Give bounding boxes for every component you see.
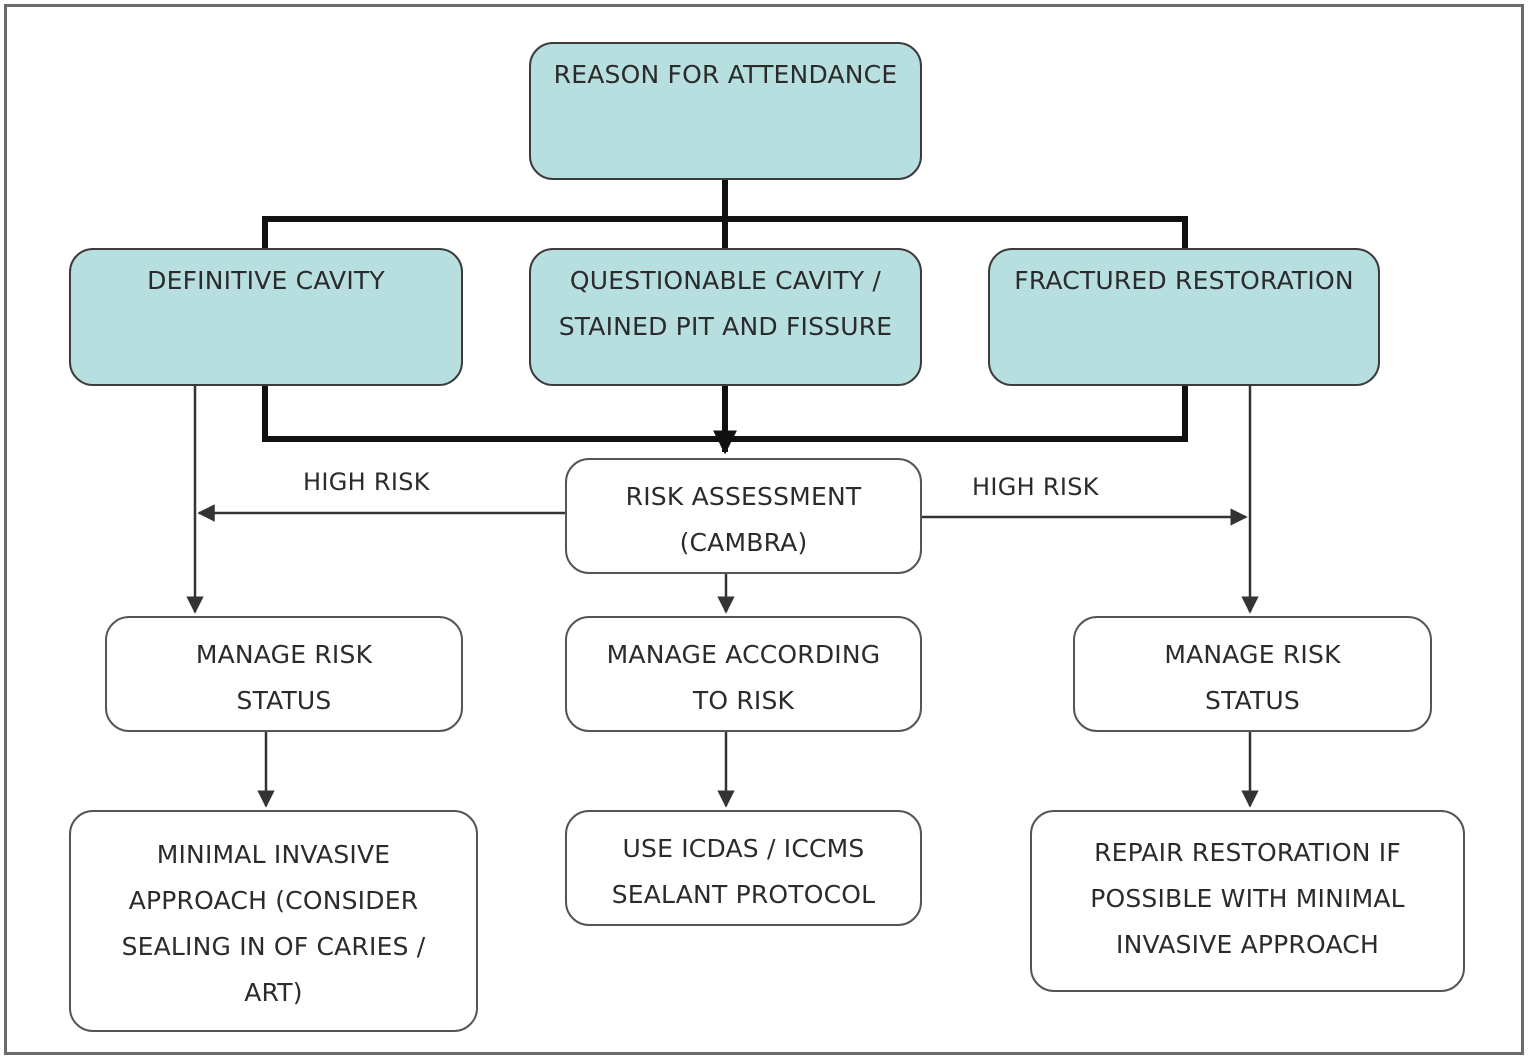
node-manage-risk-status-right: MANAGE RISK STATUS [1073,616,1432,732]
node-icdas-sealant-protocol: USE ICDAS / ICCMS SEALANT PROTOCOL [565,810,922,926]
node-minimal-invasive-approach: MINIMAL INVASIVE APPROACH (CONSIDER SEAL… [69,810,478,1032]
node-manage-according-to-risk: MANAGE ACCORDING TO RISK [565,616,922,732]
node-risk-assessment: RISK ASSESSMENT (CAMBRA) [565,458,922,574]
node-questionable-cavity: QUESTIONABLE CAVITY / STAINED PIT AND FI… [529,248,922,386]
diagram-frame [4,4,1524,1055]
node-fractured-restoration: FRACTURED RESTORATION [988,248,1380,386]
node-reason-for-attendance: REASON FOR ATTENDANCE [529,42,922,180]
label-high-risk-right: HIGH RISK [972,473,1099,501]
label-high-risk-left: HIGH RISK [303,468,430,496]
edge-top-branch [262,216,1188,248]
node-repair-restoration: REPAIR RESTORATION IF POSSIBLE WITH MINI… [1030,810,1465,992]
node-manage-risk-status-left: MANAGE RISK STATUS [105,616,463,732]
node-definitive-cavity: DEFINITIVE CAVITY [69,248,463,386]
